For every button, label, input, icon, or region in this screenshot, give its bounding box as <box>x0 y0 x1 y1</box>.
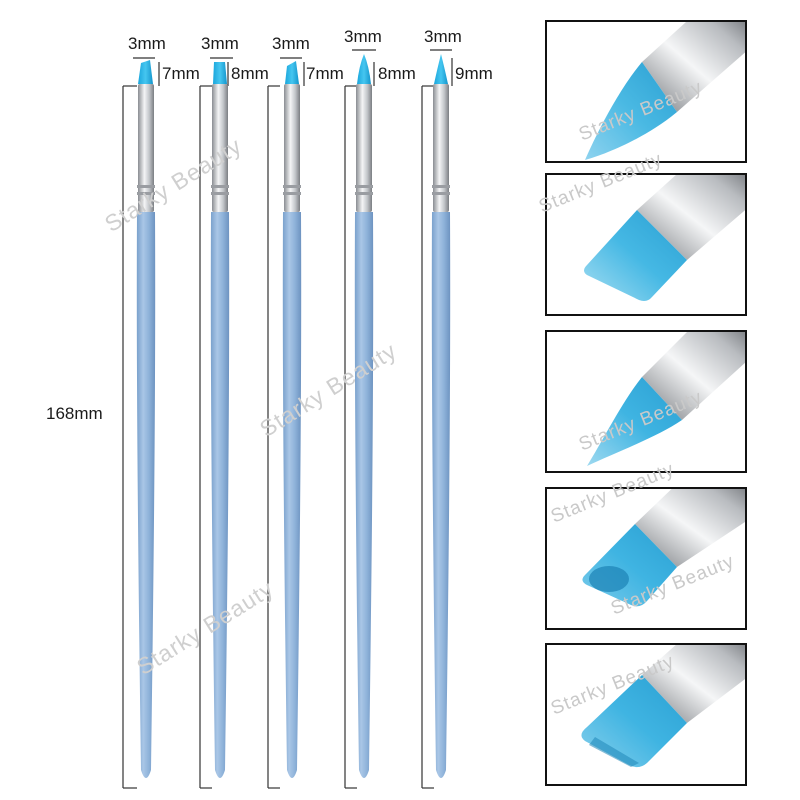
tip-closeup-panel-2 <box>545 173 747 316</box>
brush-3-length-label: 7mm <box>306 64 344 83</box>
brush-4-width-label: 3mm <box>344 27 382 46</box>
brush-1-length-label: 7mm <box>162 64 200 83</box>
total-length-bracket <box>122 85 137 789</box>
brush-4-length-label: 8mm <box>378 64 416 83</box>
brush-1 <box>133 57 160 778</box>
brush-set-drawing <box>122 49 453 789</box>
brush-5-length-label: 9mm <box>455 64 493 83</box>
brush-2-width-label: 3mm <box>201 34 239 53</box>
brush-2-length-label: 8mm <box>231 64 269 83</box>
brush-3-width-label: 3mm <box>272 34 310 53</box>
brush-5-width-label: 3mm <box>424 27 462 46</box>
tip-closeup-panel-1 <box>545 20 747 163</box>
brush-4 <box>352 49 376 778</box>
brush-1-width-label: 3mm <box>128 34 166 53</box>
total-length-label: 168mm <box>46 404 103 423</box>
brush-2 <box>210 57 233 778</box>
tip-closeup-panel-5 <box>545 643 747 786</box>
tip-closeup-panel-4 <box>545 487 747 630</box>
brush-5 <box>430 49 453 778</box>
tip-closeup-panel-3 <box>545 330 747 473</box>
brush-3 <box>280 57 305 778</box>
